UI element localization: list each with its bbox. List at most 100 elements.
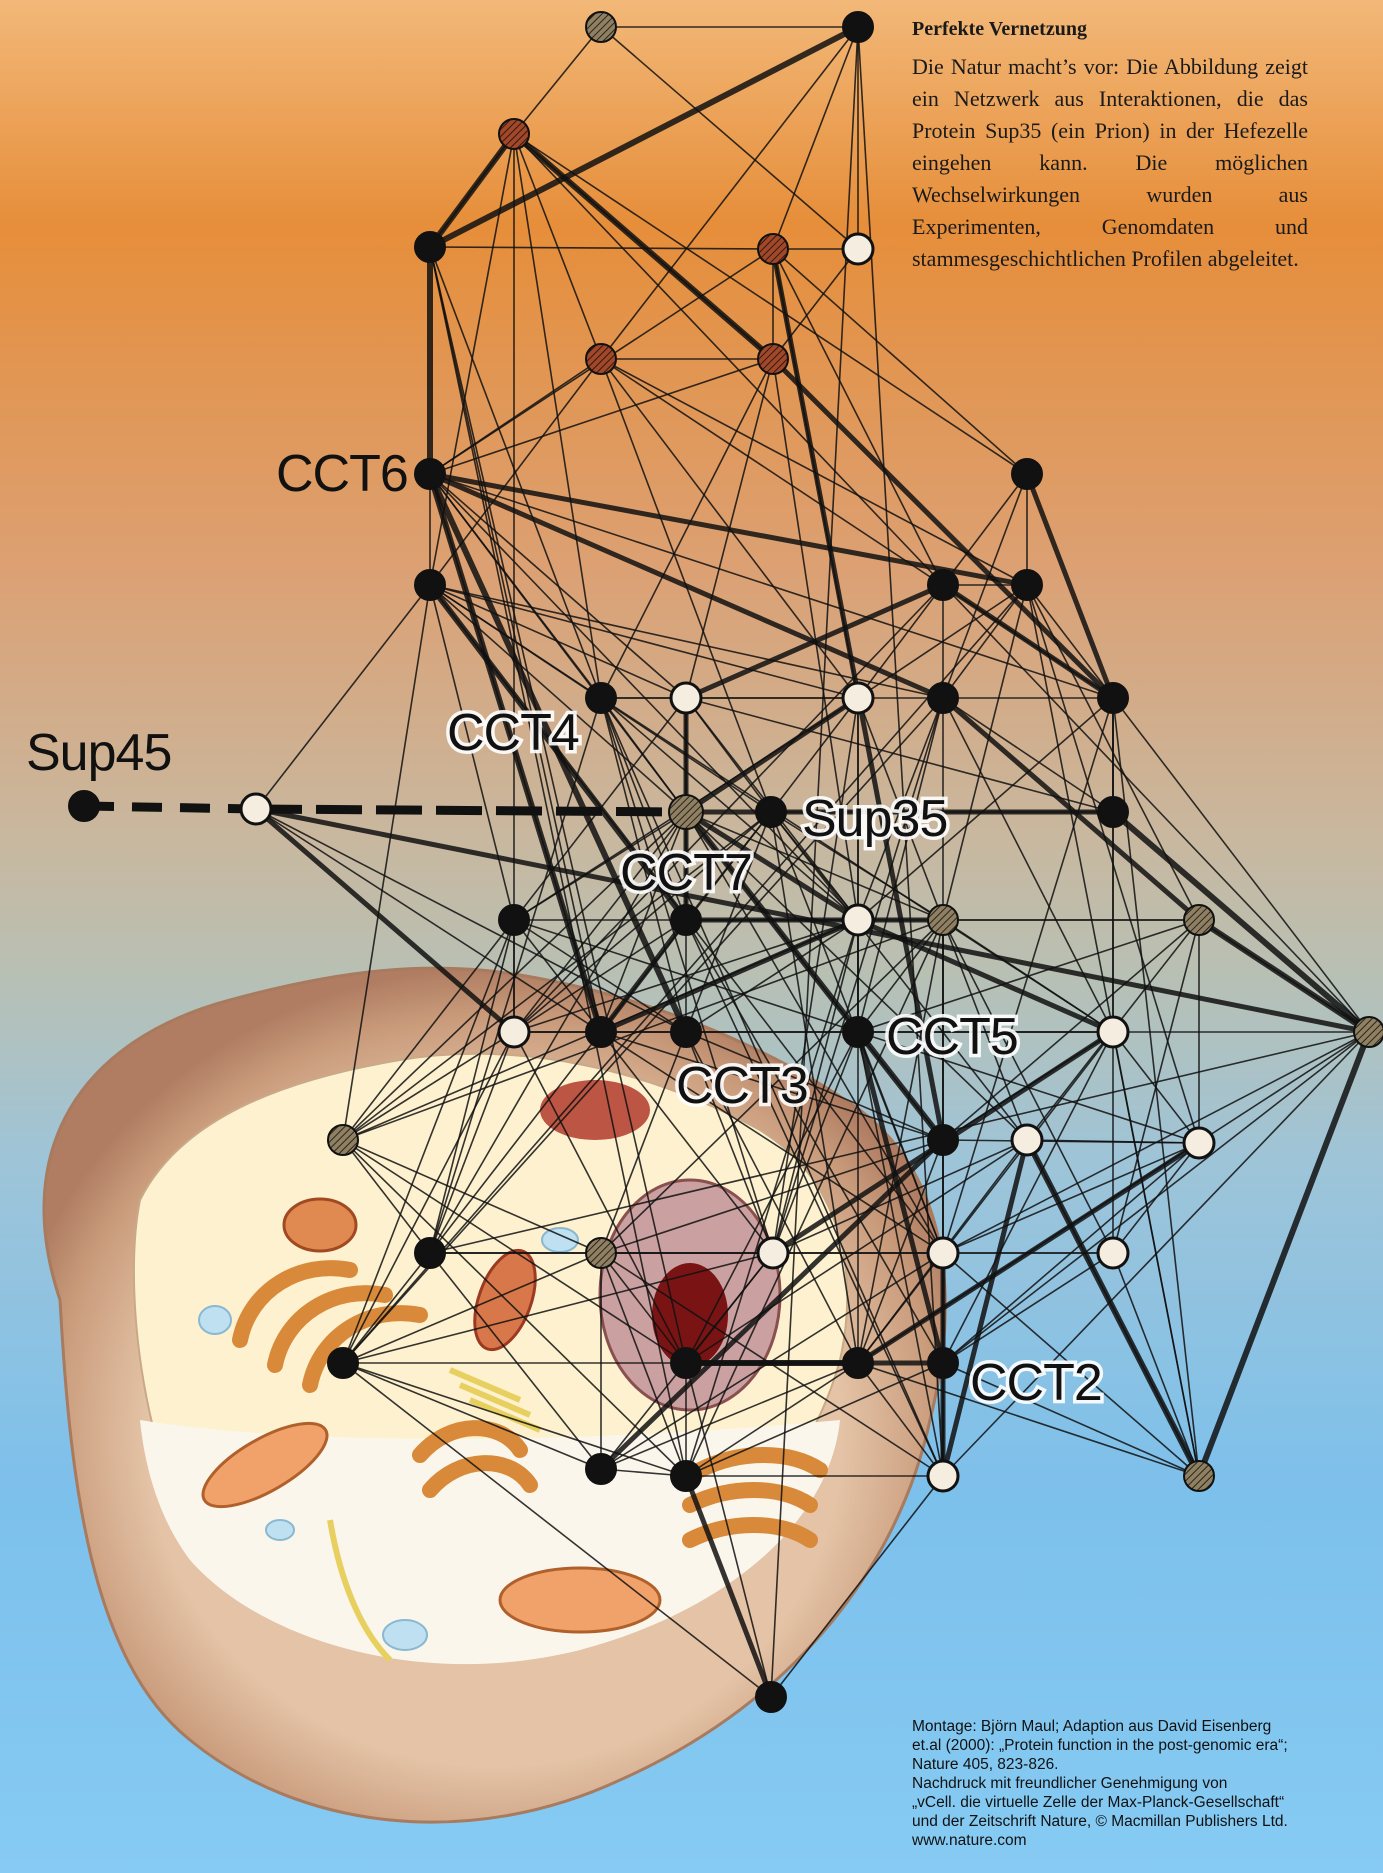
protein-node — [669, 795, 703, 829]
mitochondrion-bottom — [500, 1568, 660, 1632]
interaction-edge — [943, 585, 1113, 698]
protein-node — [671, 905, 701, 935]
protein-node — [415, 459, 445, 489]
protein-node — [1098, 683, 1128, 713]
protein-node — [843, 12, 873, 42]
protein-node — [928, 1125, 958, 1155]
protein-node — [928, 1238, 958, 1268]
protein-node — [1012, 459, 1042, 489]
protein-node — [586, 344, 616, 374]
protein-node — [586, 1017, 616, 1047]
interaction-edge — [430, 474, 1113, 698]
protein-node — [843, 683, 873, 713]
protein-node — [756, 797, 786, 827]
protein-node — [928, 1461, 958, 1491]
interaction-edge — [514, 27, 601, 134]
label-sup35: Sup35 — [802, 790, 947, 848]
protein-node — [328, 1348, 358, 1378]
protein-node — [671, 1348, 701, 1378]
sup45-dashed-edge — [84, 806, 255, 809]
protein-node — [843, 1348, 873, 1378]
caption-title: Perfekte Vernetzung — [912, 18, 1308, 41]
protein-node — [415, 232, 445, 262]
protein-node — [586, 1454, 616, 1484]
protein-node — [586, 1238, 616, 1268]
interaction-edge — [943, 1253, 1113, 1363]
protein-node — [928, 570, 958, 600]
protein-node — [1354, 1017, 1383, 1047]
protein-node — [586, 12, 616, 42]
interaction-edge — [943, 585, 1027, 920]
protein-node — [499, 119, 529, 149]
protein-node — [1012, 1125, 1042, 1155]
interaction-edge — [430, 247, 773, 249]
interaction-edge — [943, 585, 1027, 698]
label-cct3: CCT3 — [676, 1057, 808, 1115]
protein-node — [756, 1682, 786, 1712]
protein-node — [586, 683, 616, 713]
protein-node — [928, 905, 958, 935]
protein-node — [928, 683, 958, 713]
interaction-edge — [943, 698, 1199, 920]
interaction-edge — [1113, 1143, 1199, 1253]
protein-node — [1184, 1128, 1214, 1158]
label-sup45: Sup45 — [26, 724, 171, 782]
interaction-edge — [1113, 812, 1369, 1032]
label-cct7: CCT7 — [620, 844, 752, 902]
sup45-long-dashed-edge — [256, 809, 684, 812]
credits-line: und der Zeitschrift Nature, © Macmillan … — [912, 1812, 1372, 1831]
protein-node — [415, 570, 445, 600]
protein-node — [69, 791, 99, 821]
protein-node — [758, 344, 788, 374]
protein-node — [758, 1238, 788, 1268]
interaction-edge — [430, 27, 858, 247]
interaction-edge — [430, 134, 514, 247]
credits-line: Nachdruck mit freundlicher Genehmigung v… — [912, 1774, 1372, 1793]
protein-node — [328, 1125, 358, 1155]
protein-node — [758, 234, 788, 264]
interaction-edge — [430, 474, 686, 698]
protein-node — [843, 234, 873, 264]
interaction-edge — [514, 134, 773, 359]
credits-line: „vCell. die virtuelle Zelle der Max-Plan… — [912, 1793, 1372, 1812]
label-cct2: CCT2 — [970, 1354, 1102, 1412]
caption-body: Die Natur macht’s vor: Die Abbildung zei… — [912, 51, 1308, 275]
protein-node — [1184, 905, 1214, 935]
credits-line: Montage: Björn Maul; Adaption aus David … — [912, 1717, 1372, 1736]
protein-node — [241, 794, 271, 824]
credits-line: Nature 405, 823-826. — [912, 1755, 1372, 1774]
protein-node — [671, 1461, 701, 1491]
figure-caption: Perfekte Vernetzung Die Natur macht’s vo… — [912, 18, 1308, 275]
interaction-edge — [943, 1032, 1113, 1363]
image-credits: Montage: Björn Maul; Adaption aus David … — [912, 1717, 1372, 1850]
mitochondrion-top — [284, 1199, 356, 1251]
protein-node — [1098, 797, 1128, 827]
protein-node — [415, 1238, 445, 1268]
interaction-edge — [430, 359, 601, 474]
protein-node — [1098, 1017, 1128, 1047]
credits-line: et.al (2000): „Protein function in the p… — [912, 1736, 1372, 1755]
credits-line: www.nature.com — [912, 1831, 1372, 1850]
protein-node — [671, 683, 701, 713]
interaction-edge — [601, 27, 858, 359]
protein-node — [499, 1017, 529, 1047]
protein-node — [1012, 570, 1042, 600]
interaction-edge — [773, 249, 943, 585]
protein-node — [499, 905, 529, 935]
interaction-edge — [943, 698, 1113, 812]
protein-node — [671, 1017, 701, 1047]
protein-node — [1184, 1461, 1214, 1491]
protein-node — [843, 905, 873, 935]
interaction-edge — [430, 359, 773, 474]
protein-node — [843, 1017, 873, 1047]
interaction-edge — [256, 585, 430, 809]
label-cct5: CCT5 — [886, 1008, 1018, 1066]
interaction-edge — [773, 27, 858, 249]
interaction-edge — [943, 698, 1113, 1032]
label-cct6: CCT6 — [276, 445, 408, 503]
protein-node — [1098, 1238, 1128, 1268]
protein-node — [928, 1348, 958, 1378]
label-cct4: CCT4 — [447, 704, 579, 762]
